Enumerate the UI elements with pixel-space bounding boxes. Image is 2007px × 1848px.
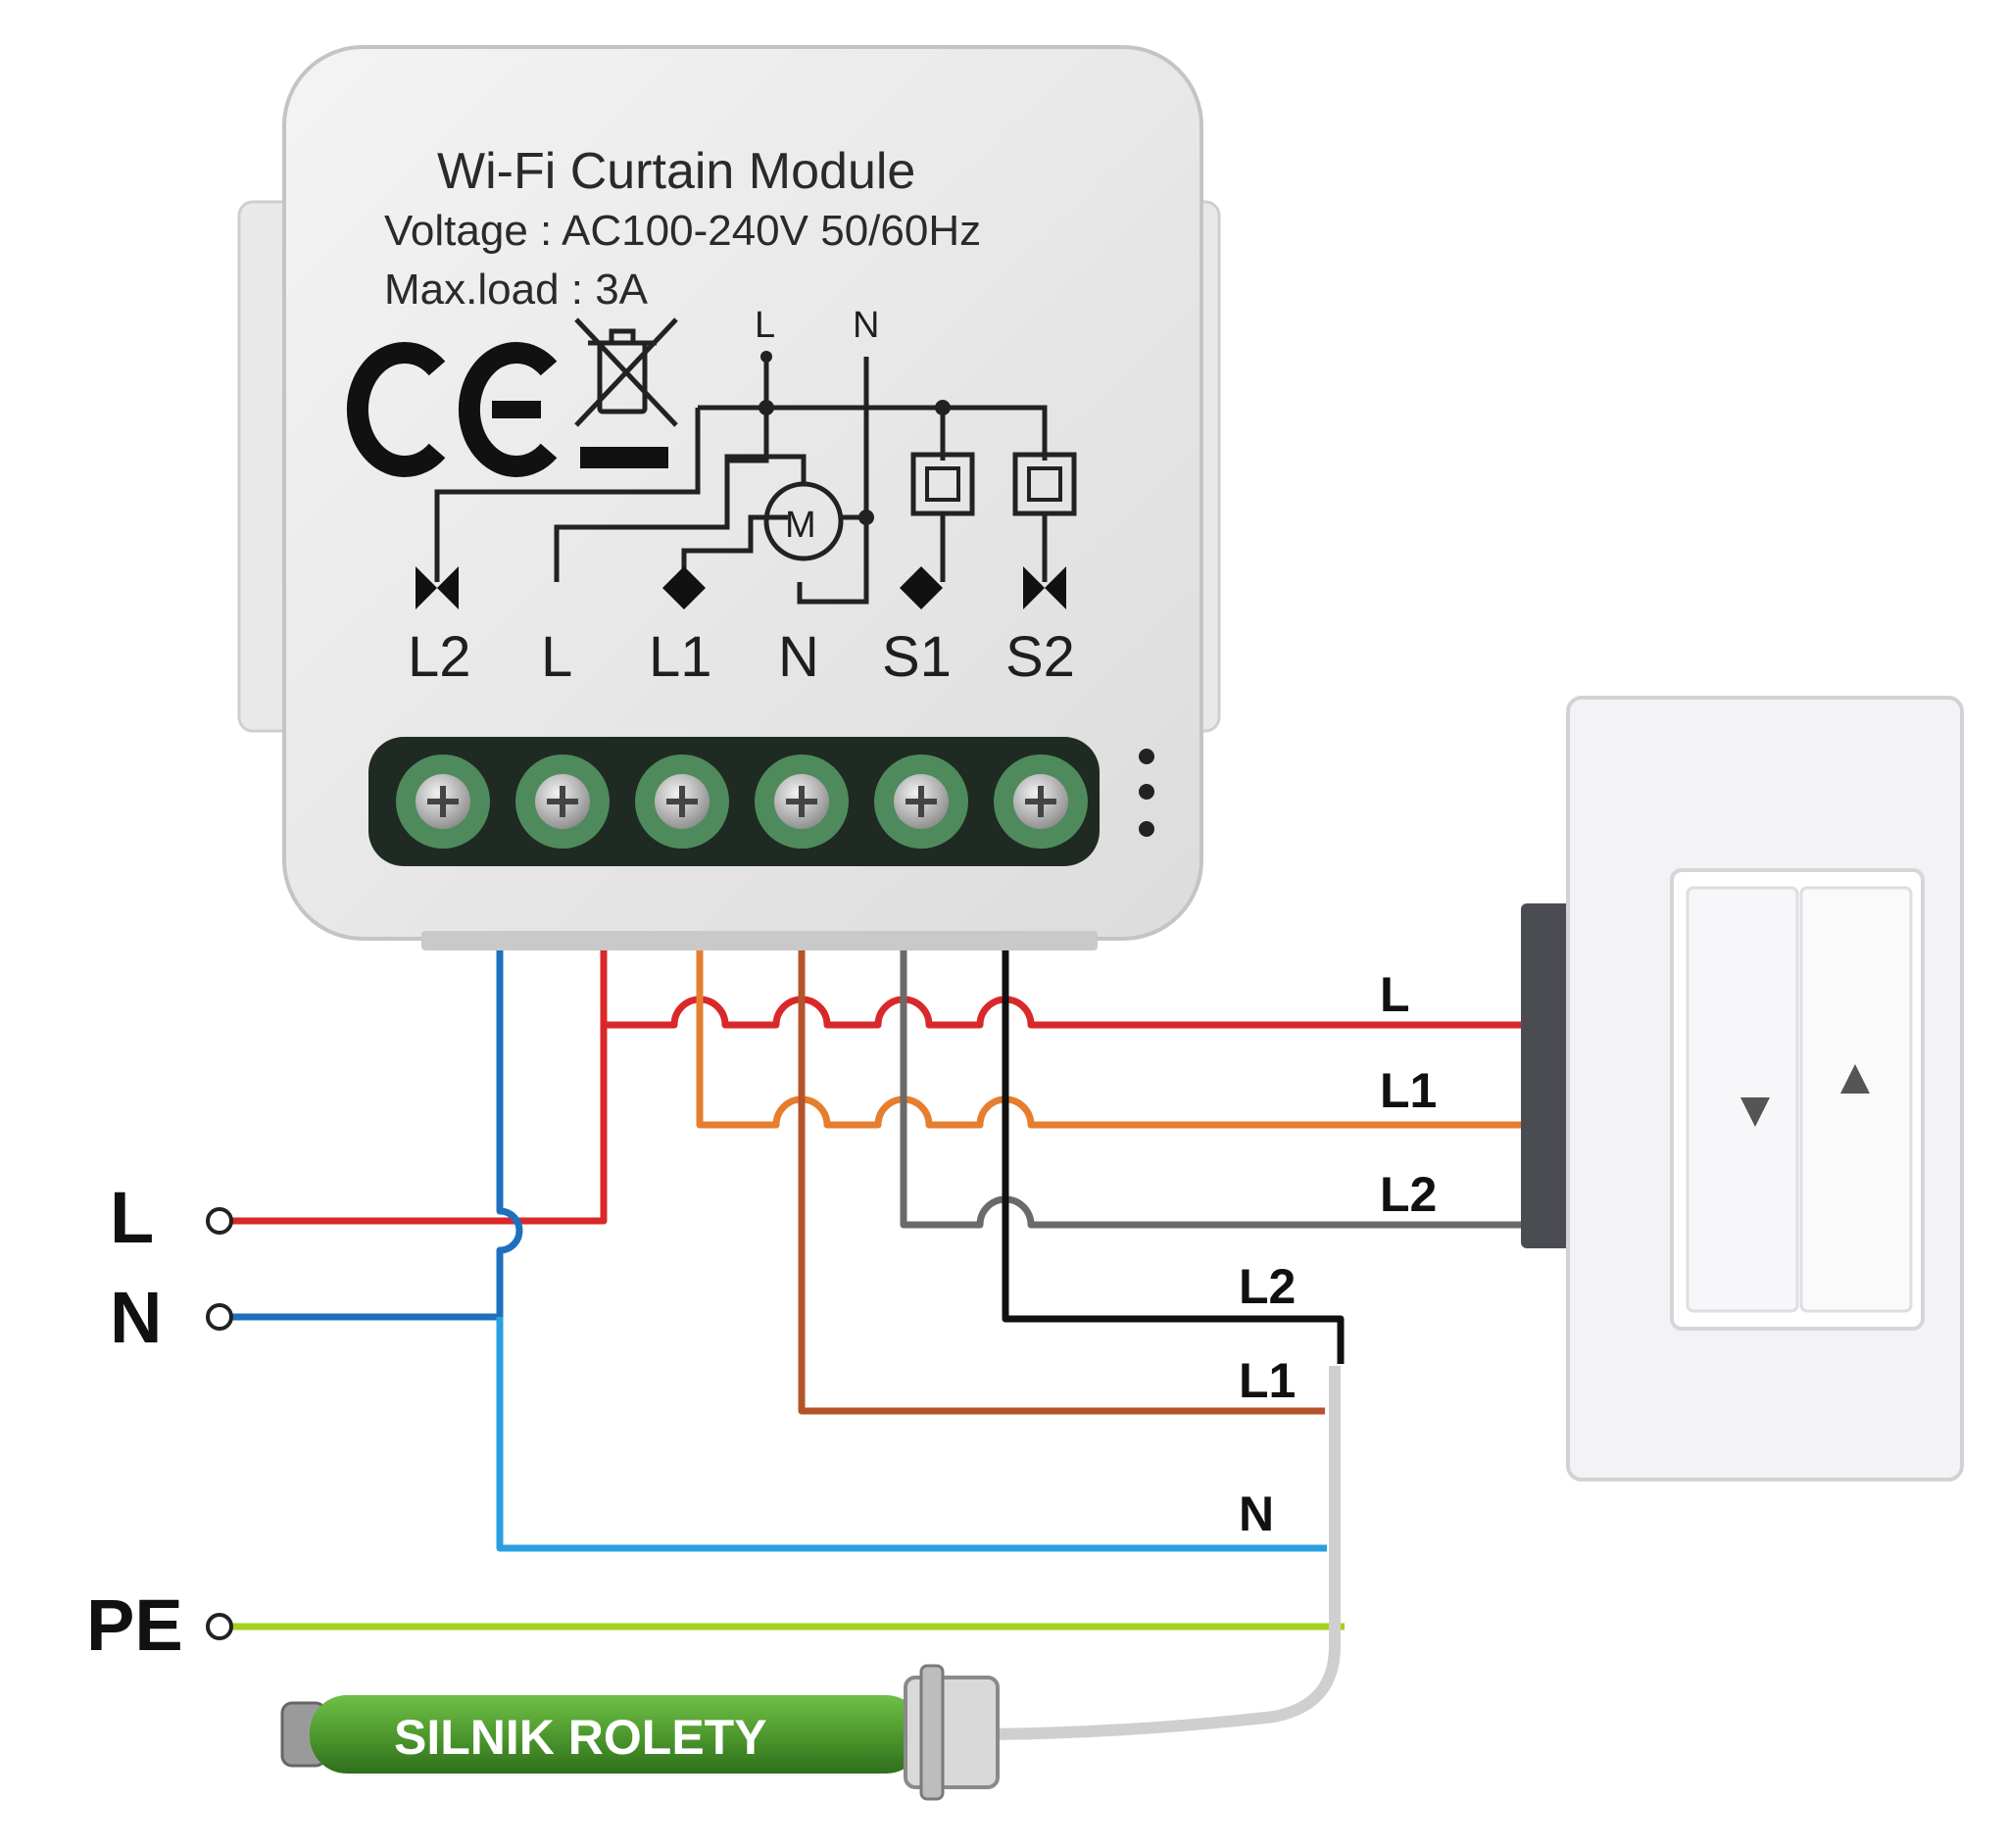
module-bottom-lip: [421, 931, 1098, 950]
diamond-icon: [662, 566, 706, 609]
switch-rocker-right[interactable]: [1799, 886, 1913, 1313]
screw-terminals: [396, 754, 1088, 849]
schematic-node: [858, 510, 874, 525]
screw-terminal-n[interactable]: [755, 754, 849, 849]
label-switch-l1: L1: [1380, 1063, 1437, 1118]
screw-terminal-s2[interactable]: [994, 754, 1088, 849]
label-motor-l2: L2: [1239, 1259, 1296, 1314]
screw-terminal-s1[interactable]: [874, 754, 968, 849]
weee-bin-icon: [574, 317, 678, 427]
switch-backbox: [1521, 903, 1578, 1248]
label-input-live: L: [110, 1177, 154, 1258]
label-motor-n: N: [1239, 1486, 1274, 1541]
schematic-label-n: N: [853, 305, 879, 346]
module-voltage: Voltage : AC100-240V 50/60Hz: [384, 207, 981, 255]
diamond-icon: [900, 566, 943, 609]
module-title: Wi-Fi Curtain Module: [437, 143, 915, 200]
screw-terminal-l2[interactable]: [396, 754, 490, 849]
wall-switch: [1521, 696, 1964, 1482]
motor-head: [904, 1676, 1000, 1789]
weee-bar-icon: [580, 447, 668, 468]
wire-motor-l1: [798, 948, 1325, 1415]
module-max-load: Max.load : 3A: [384, 266, 649, 314]
wire-supply-live: [231, 948, 608, 1225]
bowtie-icon: [416, 566, 459, 609]
arrow-down-icon: [1740, 1097, 1770, 1127]
motor-tube: [310, 1695, 923, 1774]
curtain-module: Wi-Fi Curtain Module Voltage : AC100-240…: [237, 45, 1221, 950]
terminal-neutral-input[interactable]: [206, 1303, 233, 1331]
motor-name: SILNIK ROLETY: [394, 1710, 767, 1765]
schematic-node: [759, 400, 774, 415]
terminal-label-s2: S2: [1005, 625, 1075, 689]
terminal-label-l: L: [541, 625, 572, 689]
terminal-label-n: N: [778, 625, 819, 689]
wires: [231, 948, 1521, 1740]
terminal-label-l1: L1: [649, 625, 712, 689]
label-input-pe: PE: [86, 1584, 183, 1666]
schematic-node: [935, 400, 951, 415]
bowtie-icon: [1023, 566, 1066, 609]
screw-terminal-l[interactable]: [515, 754, 610, 849]
indicator-dot: [1139, 821, 1154, 837]
terminal-label-l2: L2: [408, 625, 471, 689]
terminal-symbols: [416, 566, 1066, 609]
wire-motor-l2: [1002, 948, 1345, 1364]
wire-supply-neutral: [231, 948, 523, 1321]
label-motor-l1: L1: [1239, 1353, 1296, 1408]
label-switch-l: L: [1380, 967, 1410, 1022]
motor-head-ring: [919, 1664, 945, 1801]
schematic-node: [760, 351, 772, 363]
blind-motor: SILNIK ROLETY: [280, 1664, 1000, 1801]
schematic-label-motor: M: [785, 505, 816, 546]
terminal-pe-input[interactable]: [206, 1613, 233, 1640]
label-switch-l2: L2: [1380, 1167, 1437, 1222]
screw-terminal-l1[interactable]: [635, 754, 729, 849]
schematic-label-l: L: [755, 305, 775, 346]
arrow-up-icon: [1840, 1064, 1870, 1094]
label-input-neutral: N: [110, 1277, 162, 1358]
wire-l-to-switch: [600, 948, 1521, 1029]
terminal-label-s1: S1: [882, 625, 952, 689]
module-schematic: [434, 357, 1077, 605]
indicator-dot: [1139, 749, 1154, 764]
ce-mark-icon: [346, 342, 558, 477]
motor-symbol: [763, 481, 844, 561]
wire-neutral-motor: [496, 1317, 1327, 1552]
terminal-live-input[interactable]: [206, 1207, 233, 1235]
wire-motor-cable: [989, 1366, 1341, 1740]
indicator-dot: [1139, 784, 1154, 800]
